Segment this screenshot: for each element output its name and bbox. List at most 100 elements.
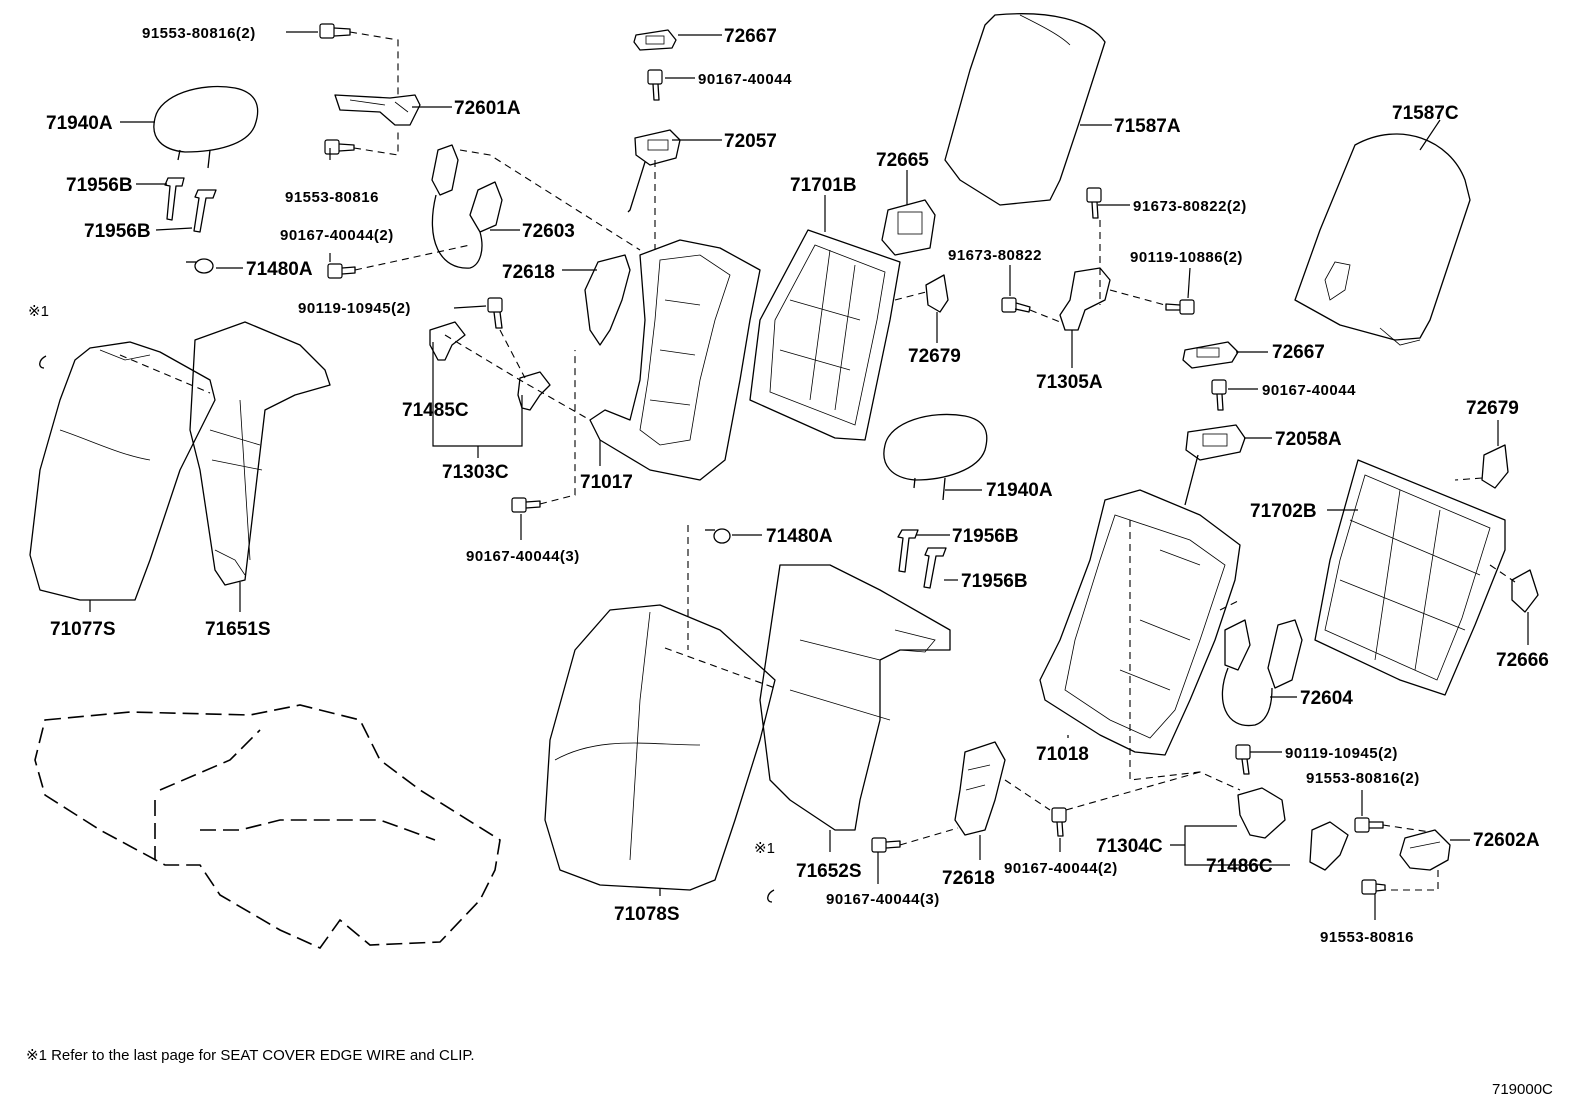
label-72618-top: 72618: [502, 262, 555, 283]
headrest-guide-71956b-pair-left: [164, 177, 217, 233]
bolt-90167-40044-b: [511, 497, 541, 513]
bolt-91673-80822-lower: [1001, 297, 1031, 313]
label-71018: 71018: [1036, 744, 1089, 765]
bracket-lines-71304c: [1170, 825, 1290, 866]
switch-base-72667-top: [633, 29, 677, 51]
label-72601a: 72601A: [454, 98, 521, 119]
switch-base-72667-right: [1182, 341, 1239, 369]
dash-72666: [1489, 564, 1516, 583]
striker-71486c: [1309, 821, 1349, 871]
dash-90167-c: [899, 827, 959, 846]
headrest-guide-71956b-pair-mid: [897, 529, 947, 589]
label-90167-40044-right: 90167-40044: [1262, 382, 1356, 399]
leader-dash-91553-lower: [353, 128, 399, 156]
label-71956b-3: 71956B: [952, 526, 1019, 547]
bolt-91553-80816-right-a: [1354, 817, 1384, 833]
dash-71305a: [1029, 220, 1166, 323]
label-71652s: 71652S: [796, 861, 862, 882]
label-71303c: 71303C: [442, 462, 509, 483]
armrest-cover-71587a: [944, 13, 1106, 206]
bracket-72618-bottom: [954, 741, 1006, 836]
headrest-71940a-mid: [883, 413, 988, 501]
label-71077s: 71077S: [50, 619, 116, 640]
label-90167-40044-top: 90167-40044: [698, 71, 792, 88]
clip-72679-right: [1481, 444, 1509, 489]
label-72666: 72666: [1496, 650, 1549, 671]
bolt-90167-40044-a: [327, 263, 356, 279]
bolt-90167-40044-top: [647, 69, 663, 101]
leader-lines: [89, 31, 1529, 920]
hinge-72602a: [1399, 829, 1451, 871]
label-71480a-mid: 71480A: [766, 526, 833, 547]
seatback-frame-71018: [1039, 489, 1241, 756]
label-91673-80822: 91673-80822: [948, 247, 1042, 264]
label-72667-right: 72667: [1272, 342, 1325, 363]
label-91553-80816-2-top: 91553-80816(2): [142, 25, 256, 42]
label-72679-mid: 72679: [908, 346, 961, 367]
note-mark-mid: ※1: [754, 840, 775, 857]
diagram-code: 719000C: [1492, 1081, 1553, 1098]
clip-71480a-left: [186, 258, 214, 274]
bolt-90167-40044-d: [1051, 807, 1067, 837]
label-71486c: 71486C: [1206, 856, 1273, 877]
dash-72602a: [1382, 824, 1439, 891]
seatback-frame-71017: [589, 239, 761, 481]
note-mark-left: ※1: [28, 303, 49, 320]
release-knob-72057: [627, 129, 681, 213]
dash-72603-to-frame: [459, 149, 641, 251]
label-71702b: 71702B: [1250, 501, 1317, 522]
dash-72679-right: [1454, 477, 1483, 481]
seat-lock-72603: [431, 144, 503, 269]
armrest-cover-71587c: [1294, 133, 1471, 346]
bolt-90119-10945-left: [487, 297, 503, 329]
bolt-90167-40044-right: [1211, 379, 1227, 411]
label-90167-40044-2-b: 90167-40044(2): [1004, 860, 1118, 877]
clip-72679-mid: [925, 274, 949, 313]
clip-symbol-mid: [767, 889, 775, 903]
seatback-pad-71651s: [189, 321, 331, 586]
label-71701b: 71701B: [790, 175, 857, 196]
label-90167-40044-3-b: 90167-40044(3): [826, 891, 940, 908]
label-90119-10945-2-right: 90119-10945(2): [1285, 745, 1398, 762]
label-71940a-left: 71940A: [46, 113, 113, 134]
label-71017: 71017: [580, 472, 633, 493]
bolt-90119-10945-right: [1235, 744, 1251, 775]
bracket-71485c: [429, 321, 466, 361]
seat-lock-72604: [1221, 619, 1303, 727]
bolt-90119-10886: [1165, 299, 1195, 315]
label-72667-top: 72667: [724, 26, 777, 47]
label-71940a-mid: 71940A: [986, 480, 1053, 501]
headrest-71940a-left: [153, 85, 259, 169]
label-91553-80816-2-right: 91553-80816(2): [1306, 770, 1420, 787]
bracket-71305a: [1059, 267, 1111, 331]
label-71956b-4: 71956B: [961, 571, 1028, 592]
dash-90167-d: [1004, 771, 1201, 811]
bolt-90167-40044-c: [871, 837, 901, 853]
label-71485c: 71485C: [402, 400, 469, 421]
label-91673-80822-2: 91673-80822(2): [1133, 198, 1247, 215]
label-71305a: 71305A: [1036, 372, 1103, 393]
label-90167-40044-3-a: 90167-40044(3): [466, 548, 580, 565]
label-71651s: 71651S: [205, 619, 271, 640]
label-72604: 72604: [1300, 688, 1353, 709]
back-board-71702b: [1314, 459, 1506, 696]
label-72603: 72603: [522, 221, 575, 242]
clip-71480a-mid: [705, 528, 731, 544]
label-90167-40044-2-a: 90167-40044(2): [280, 227, 394, 244]
seatback-pad-71652s: [759, 564, 951, 831]
label-72602a: 72602A: [1473, 830, 1540, 851]
label-72057: 72057: [724, 131, 777, 152]
bolt-91553-80816-bottom: [1361, 879, 1386, 895]
bracket-72618-top: [584, 254, 631, 346]
label-71956b-1: 71956B: [66, 175, 133, 196]
hinge-72601a: [334, 94, 421, 126]
label-91553-80816-bottom: 91553-80816: [1320, 929, 1414, 946]
label-71587c: 71587C: [1392, 103, 1459, 124]
bracket-71304c: [1237, 787, 1286, 839]
leader-dash-91553-top: [349, 31, 399, 98]
seatback-cover-71077s: [29, 341, 216, 601]
dash-72679-mid: [894, 291, 927, 301]
clip-symbol-left: [39, 355, 47, 369]
striker-71303c-part: [517, 371, 551, 411]
